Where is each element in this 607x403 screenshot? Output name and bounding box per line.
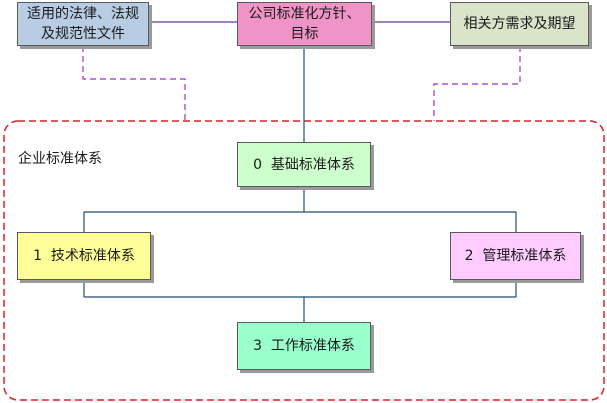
policy-objectives-box: 公司标准化方针、目标: [237, 2, 372, 46]
work-standards-box: 3 工作标准体系: [237, 322, 371, 370]
basic-standards-label: 0 基础标准体系: [253, 156, 355, 173]
policy-objectives-label: 公司标准化方针、目标: [248, 6, 361, 42]
work-standards-label: 3 工作标准体系: [253, 338, 355, 354]
stakeholder-needs-label: 相关方需求及期望: [463, 16, 576, 32]
basic-standards-box: 0 基础标准体系: [237, 142, 371, 187]
laws-regulations-box: 适用的法律、法规及规范性文件: [17, 2, 149, 46]
technical-standards-label: 1 技术标准体系: [33, 248, 135, 264]
technical-standards-box: 1 技术标准体系: [17, 232, 151, 280]
stakeholder-needs-box: 相关方需求及期望: [450, 2, 589, 46]
laws-regulations-label: 适用的法律、法规及规范性文件: [27, 6, 139, 42]
dashed-connector-laws: [82, 46, 186, 121]
dashed-connector-stakeholders: [433, 46, 521, 121]
management-standards-label: 2 管理标准体系: [464, 248, 567, 264]
management-standards-box: 2 管理标准体系: [450, 232, 581, 280]
enterprise-standard-system-label: 企业标准体系: [18, 151, 102, 167]
